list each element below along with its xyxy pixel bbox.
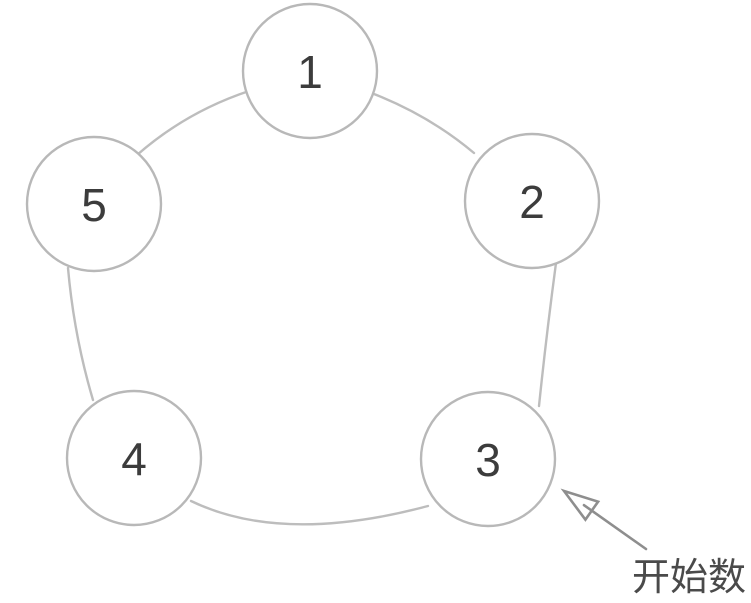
annotation-arrow-head-icon [560, 488, 601, 522]
node-circle-3[interactable] [419, 390, 557, 528]
link-arcs-group [66, 89, 558, 526]
node-circle-1[interactable] [241, 2, 379, 140]
node-4[interactable]: 4 [65, 389, 203, 527]
link-arc-5-1 [135, 89, 251, 157]
link-arc-4-5 [66, 266, 95, 402]
link-arc-2-3 [537, 261, 558, 408]
link-arc-3-4 [189, 499, 430, 526]
node-label-1: 1 [297, 46, 323, 98]
node-5[interactable]: 5 [25, 135, 163, 273]
node-label-4: 4 [121, 433, 147, 485]
node-circle-5[interactable] [25, 135, 163, 273]
annotation-label: 开始数 [632, 555, 746, 599]
annotation-arrow-shaft [582, 503, 648, 551]
nodes-group: 1 2 3 4 5 [25, 2, 601, 528]
node-label-5: 5 [81, 179, 107, 231]
node-2[interactable]: 2 [463, 132, 601, 270]
node-1[interactable]: 1 [241, 2, 379, 140]
node-label-3: 3 [475, 434, 501, 486]
node-circle-2[interactable] [463, 132, 601, 270]
node-3[interactable]: 3 [419, 390, 557, 528]
node-label-2: 2 [519, 176, 545, 228]
start-count-annotation: 开始数 [560, 488, 746, 599]
link-arc-1-2 [372, 92, 476, 155]
node-circle-4[interactable] [65, 389, 203, 527]
